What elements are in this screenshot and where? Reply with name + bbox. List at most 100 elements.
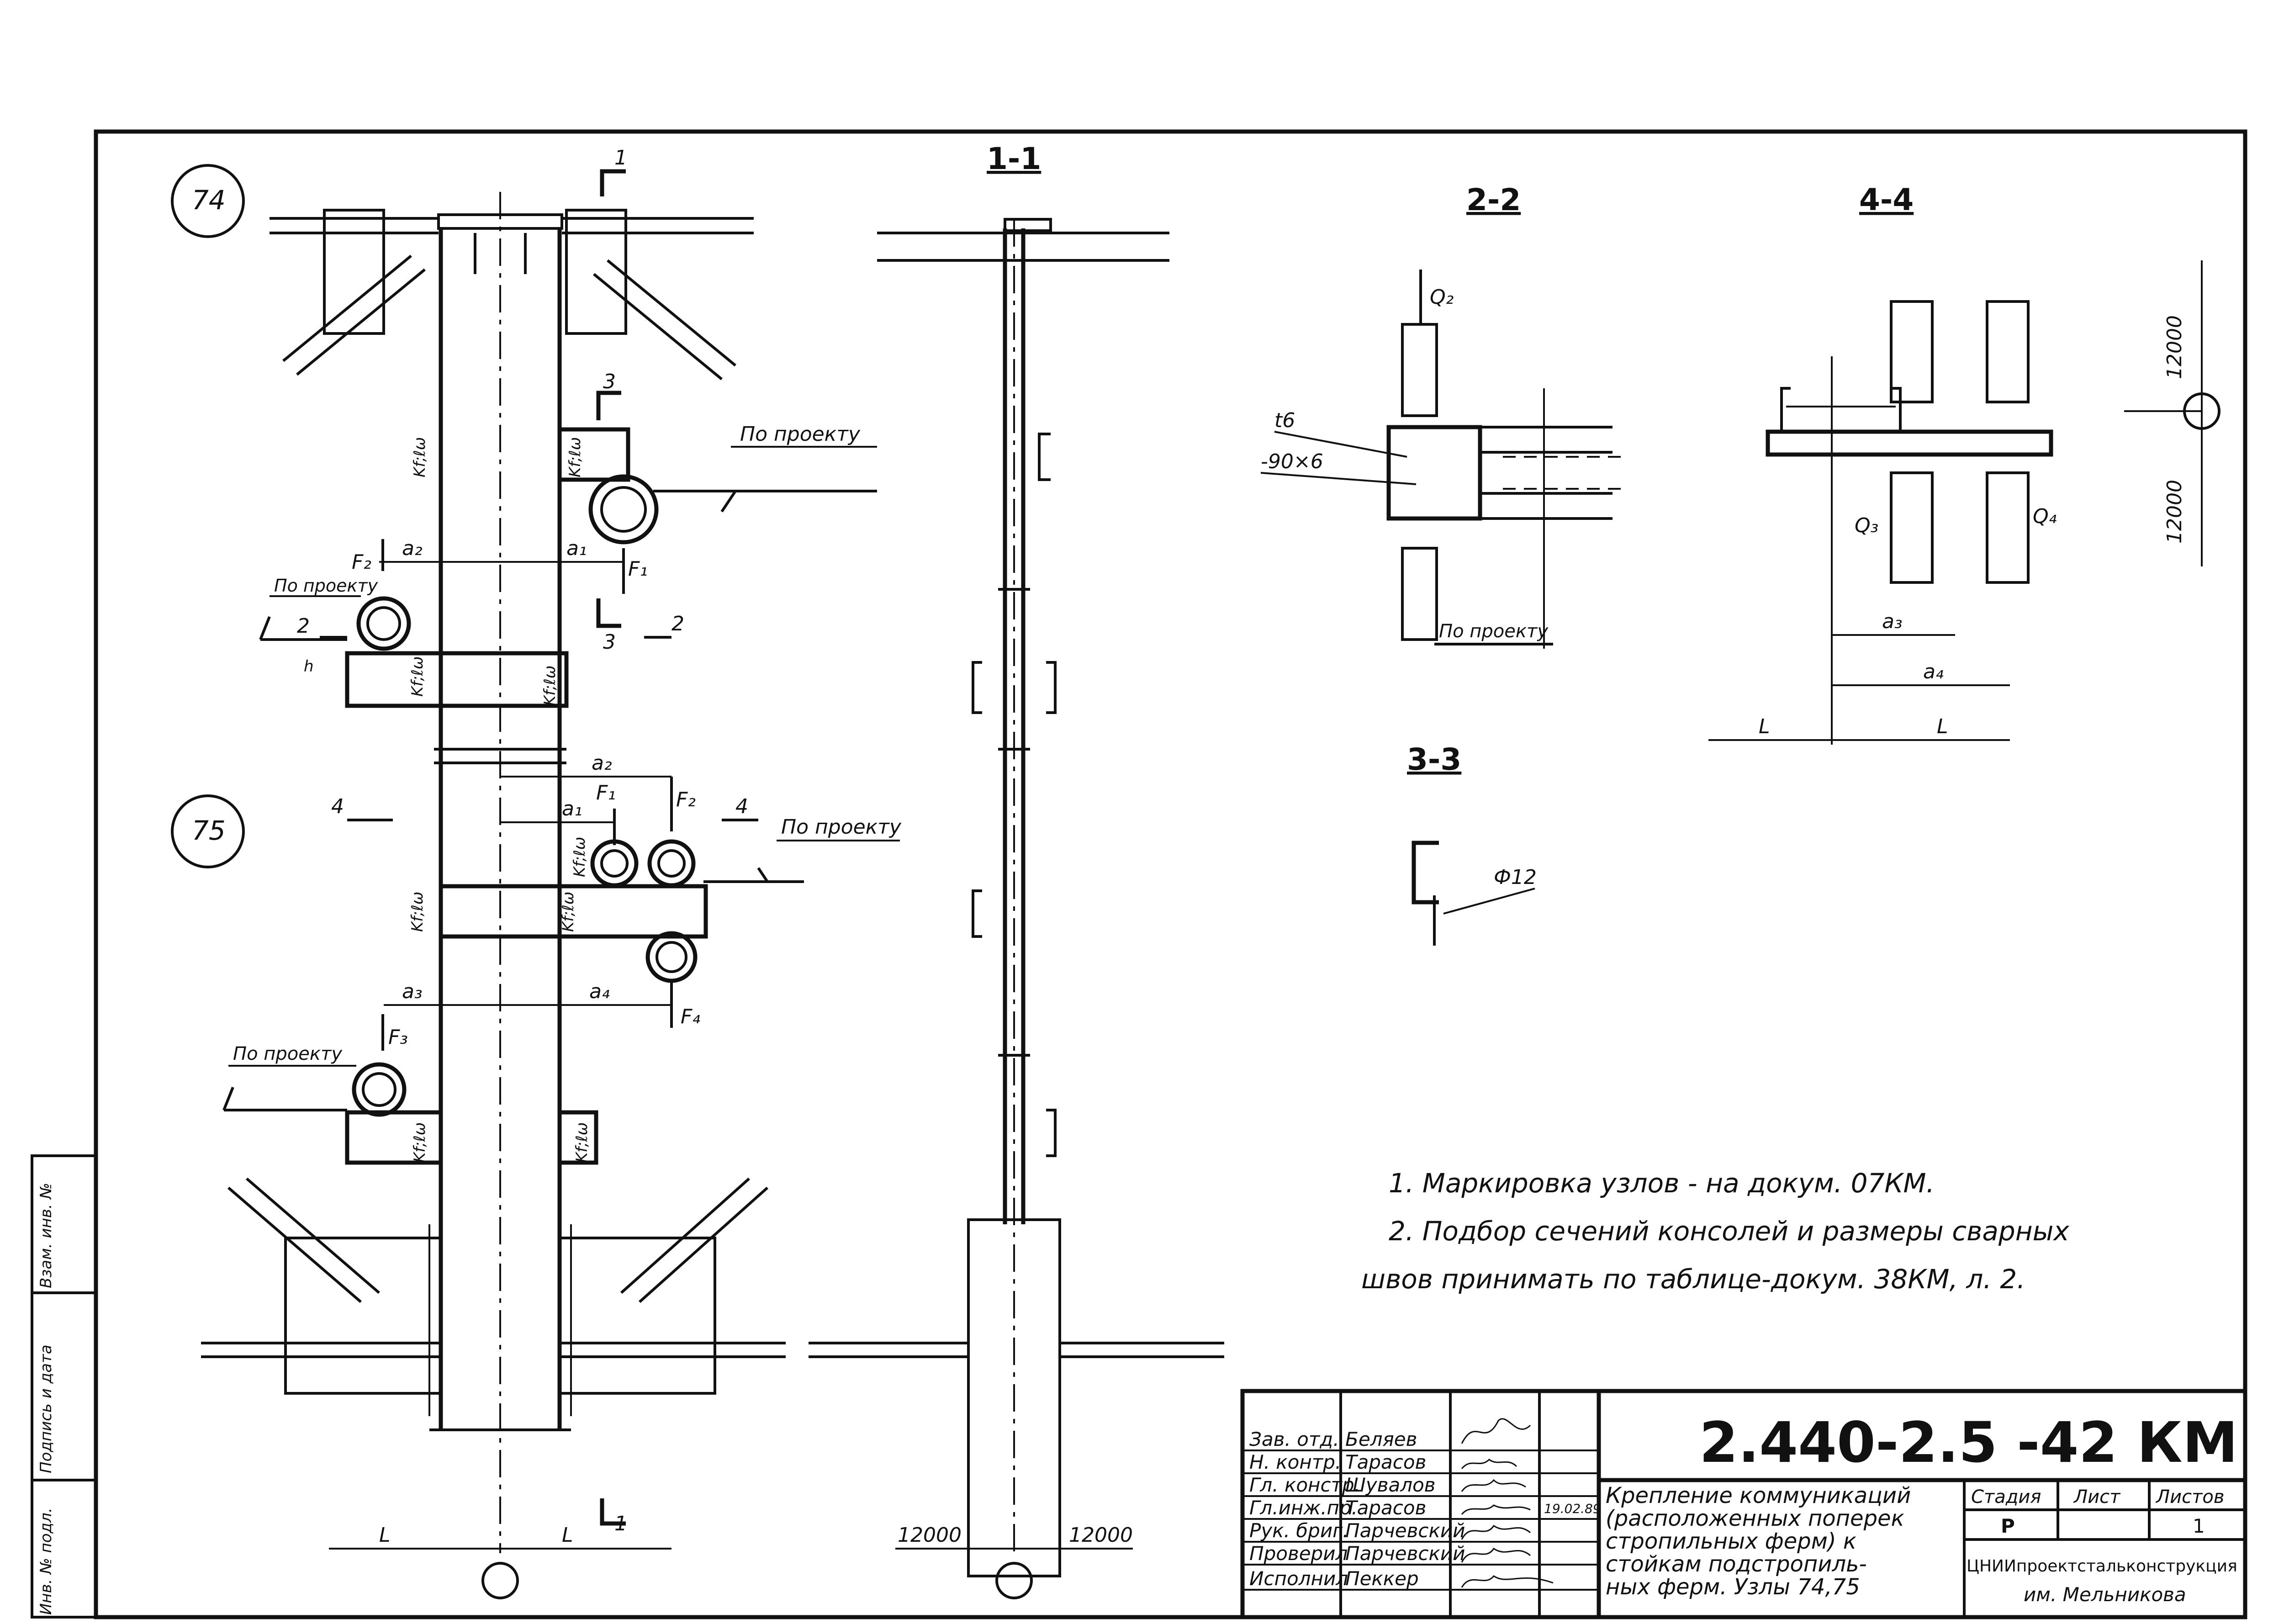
signature-0 bbox=[1461, 1418, 1531, 1444]
po-proektu-2-2: По проекту bbox=[1439, 621, 1549, 642]
role-4: Рук. бриг. bbox=[1249, 1519, 1349, 1542]
node-view-74-75: 74 75 1 Kf;ℓω Kf;ℓω bbox=[171, 146, 902, 1599]
signature-2 bbox=[1461, 1479, 1526, 1492]
dim-L-4-4-right: L bbox=[1937, 715, 1948, 738]
weld-label-console-upper-r: Kf;ℓω bbox=[541, 666, 559, 706]
force-F3: F₃ bbox=[388, 1026, 408, 1049]
po-proektu-1: По проекту bbox=[740, 423, 861, 446]
org-1: им. Мельникова bbox=[2024, 1583, 2186, 1606]
name-4: Парчевский bbox=[1345, 1519, 1465, 1542]
bolt-phi12: Ф12 bbox=[1494, 866, 1537, 889]
section-3-3-title: 3-3 bbox=[1407, 742, 1461, 777]
weld-label-lower-left: Kf;ℓω bbox=[411, 1122, 429, 1163]
note-2: 2. Подбор сечений консолей и размеры сва… bbox=[1389, 1216, 2069, 1247]
role-2: Гл. констр. bbox=[1249, 1474, 1360, 1496]
force-Q3: Q₃ bbox=[1855, 514, 1878, 537]
po-proektu-4: По проекту bbox=[233, 1043, 343, 1064]
pipe-upper-right bbox=[588, 474, 659, 545]
role-5: Проверил bbox=[1249, 1542, 1348, 1565]
cut-3-top: 3 bbox=[603, 370, 616, 393]
pipe-upper-left bbox=[356, 596, 411, 651]
dim-a1-upper: a₁ bbox=[566, 537, 587, 560]
weld-label-console-upper: Kf;ℓω bbox=[408, 656, 427, 697]
pipe-lower-1 bbox=[590, 839, 639, 888]
force-F2-lower: F₂ bbox=[676, 788, 696, 811]
section-4-4: 4-4 Q₃ Q₄ a₃ a₄ L L 12000 12000 bbox=[1708, 182, 2221, 745]
cut-3-bottom: 3 bbox=[603, 630, 616, 654]
org-0: ЦНИИпроектстальконструкция bbox=[1967, 1557, 2237, 1576]
force-F1-lower: F₁ bbox=[596, 781, 616, 804]
weld-label-column-upper: Kf;ℓω bbox=[411, 437, 429, 477]
name-3: Тарасов bbox=[1345, 1497, 1426, 1519]
stamp-replacement-inv: Взам. инв. № bbox=[37, 1183, 55, 1288]
cut-2-left: 2 bbox=[297, 614, 310, 638]
role-6: Исполнил bbox=[1249, 1567, 1348, 1590]
dim-a3-4-4: a₃ bbox=[1882, 610, 1903, 633]
plate-2-2 bbox=[1386, 425, 1482, 521]
signature-3 bbox=[1461, 1504, 1531, 1515]
side-stamp-frame bbox=[31, 1154, 97, 1619]
weld-label-top-pipe: Kf;ℓω bbox=[571, 837, 589, 877]
po-proektu-2: По проекту bbox=[274, 576, 378, 596]
name-6: Пеккер bbox=[1345, 1567, 1419, 1590]
po-proektu-3: По проекту bbox=[781, 815, 902, 839]
note-3: швов принимать по таблице-докум. 38КМ, л… bbox=[1361, 1264, 2025, 1295]
section-1-1-title: 1-1 bbox=[987, 141, 1041, 176]
dim-h: h bbox=[304, 657, 314, 676]
weld-label-console-lower-r: Kf;ℓω bbox=[559, 892, 577, 932]
desc-2: стропильных ферм) к bbox=[1606, 1529, 1856, 1554]
dim-a2-upper: a₂ bbox=[402, 537, 423, 560]
cut-4-right: 4 bbox=[735, 795, 748, 818]
section-4-4-title: 4-4 bbox=[1859, 182, 1914, 217]
section-3-3: 3-3 Ф12 bbox=[1407, 742, 1537, 946]
sheets-value: 1 bbox=[2193, 1515, 2205, 1537]
name-0: Беляев bbox=[1345, 1428, 1417, 1450]
section-2-2-title: 2-2 bbox=[1466, 182, 1521, 217]
force-Q2: Q₂ bbox=[1430, 286, 1454, 309]
sheet-header: Лист bbox=[2073, 1486, 2121, 1508]
pipe-lower-left bbox=[352, 1062, 407, 1117]
weld-label-upper-right: Kf;ℓω bbox=[566, 437, 584, 477]
console-beam-left bbox=[345, 1110, 443, 1165]
dim-L-4-4-left: L bbox=[1759, 715, 1770, 738]
name-5: Парчевский bbox=[1345, 1542, 1465, 1565]
pipe-lower-2 bbox=[647, 839, 696, 888]
axis-marker-right bbox=[995, 1562, 1033, 1599]
console-beam-upper bbox=[345, 651, 569, 708]
desc-3: стойкам подстропиль- bbox=[1606, 1551, 1867, 1577]
dim-a4: a₄ bbox=[589, 980, 610, 1003]
note-1: 1. Маркировка узлов - на докум. 07КМ. bbox=[1389, 1168, 1935, 1199]
dim-12000-right: 12000 bbox=[1069, 1523, 1133, 1547]
cut-1-top: 1 bbox=[614, 146, 627, 169]
dim-a3: a₃ bbox=[402, 980, 423, 1003]
drawing-code: 2.440-2.5 -42 КМ bbox=[1699, 1410, 2238, 1475]
sheet-frame bbox=[94, 129, 2247, 1619]
dim-12000-left: 12000 bbox=[898, 1523, 962, 1547]
node-75-marker bbox=[171, 794, 245, 868]
desc-1: (расположенных поперек bbox=[1606, 1506, 1904, 1531]
dim-L-left: L bbox=[379, 1523, 391, 1547]
name-2: Шувалов bbox=[1345, 1474, 1436, 1496]
plate-90x6: -90×6 bbox=[1261, 450, 1323, 473]
section-2-2: 2-2 Q₂ t6 -90×6 По проекту bbox=[1260, 182, 1626, 649]
role-0: Зав. отд. bbox=[1249, 1428, 1339, 1450]
node-74-marker bbox=[171, 164, 245, 238]
force-F2-upper: F₂ bbox=[352, 550, 371, 574]
dim-L-right: L bbox=[562, 1523, 573, 1547]
title-block: Зав. отд. Н. контр. Гл. констр. Гл.инж.п… bbox=[1240, 1389, 2247, 1619]
pipe-hanging bbox=[645, 931, 698, 983]
sign-date: 19.02.89 bbox=[1544, 1501, 1601, 1516]
dim-12000-upper: 12000 bbox=[2163, 315, 2186, 379]
cut-2-right: 2 bbox=[671, 612, 684, 635]
role-1: Н. контр. bbox=[1249, 1451, 1341, 1473]
section-1-1: 1-1 12000 12000 bbox=[809, 141, 1224, 1599]
stage-header: Стадия bbox=[1971, 1486, 2041, 1508]
stage-value: Р bbox=[2001, 1515, 2015, 1537]
axis-marker-4-4 bbox=[2183, 392, 2221, 430]
console-beam-lower bbox=[439, 884, 708, 939]
force-F4: F₄ bbox=[681, 1005, 700, 1028]
desc-0: Крепление коммуникаций bbox=[1606, 1483, 1911, 1508]
desc-4: ных ферм. Узлы 74,75 bbox=[1606, 1574, 1860, 1600]
stamp-signature-date: Подпись и дата bbox=[37, 1344, 55, 1473]
